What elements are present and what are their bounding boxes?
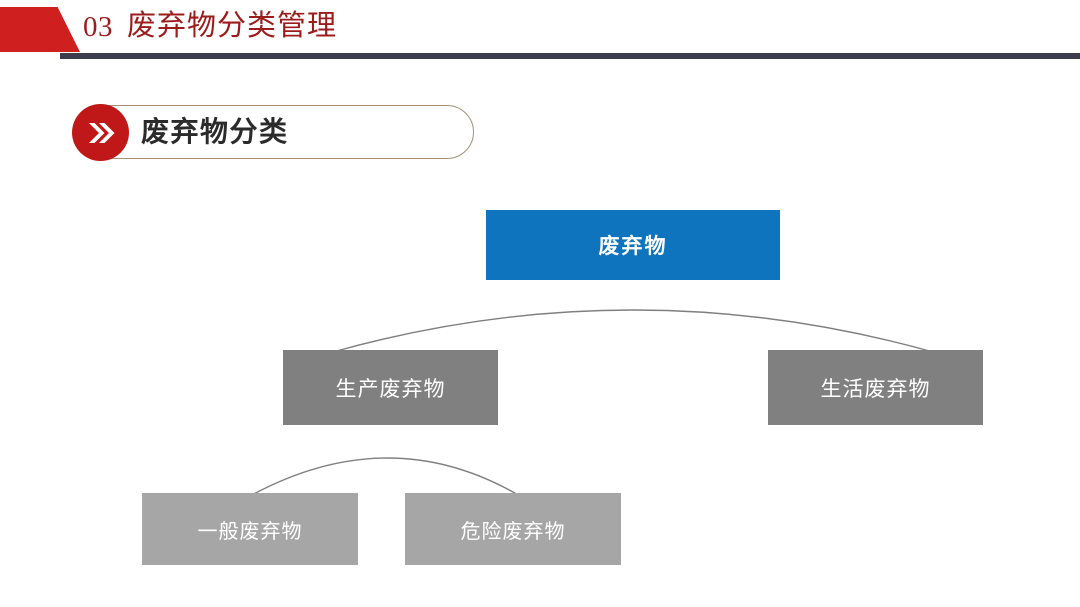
section-number: 03 xyxy=(83,11,113,43)
double-chevron-right-icon xyxy=(72,104,129,161)
node-hazardous-waste[interactable]: 危险废弃物 xyxy=(405,493,621,565)
section-heading: 废弃物分类 xyxy=(141,116,289,147)
section-pill-outline xyxy=(74,105,474,159)
page-title: 废弃物分类管理 xyxy=(127,10,338,42)
node-domestic-waste[interactable]: 生活废弃物 xyxy=(768,350,983,425)
node-general-waste[interactable]: 一般废弃物 xyxy=(142,493,358,565)
header-divider xyxy=(60,53,1080,59)
node-root-waste[interactable]: 废弃物 xyxy=(486,210,780,280)
node-production-waste[interactable]: 生产废弃物 xyxy=(283,350,498,425)
